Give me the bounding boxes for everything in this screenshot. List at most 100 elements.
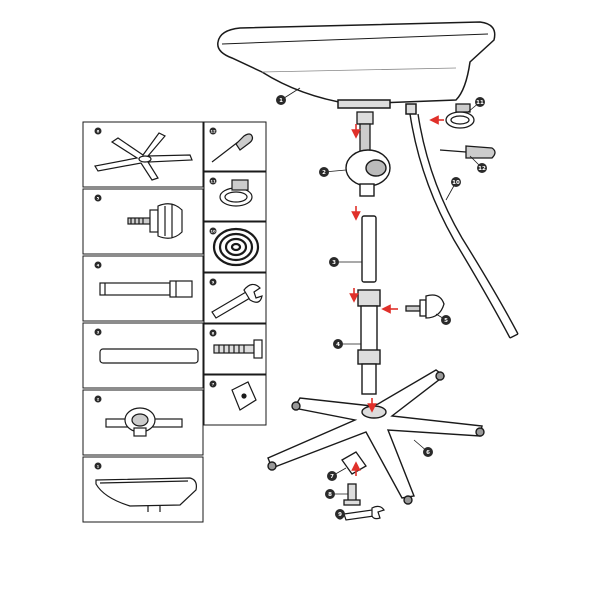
adjuster-icon	[105, 407, 183, 437]
drain-hose-drawing	[409, 113, 519, 339]
badge-circle	[441, 315, 451, 325]
badge-number: 2	[322, 170, 326, 176]
badge-number: 11	[476, 100, 484, 106]
list-badge-wrench: 9	[209, 278, 217, 286]
basin-connector	[356, 111, 374, 155]
badge-circle	[335, 509, 345, 519]
badge-circle	[327, 471, 337, 481]
badge-circle	[94, 395, 102, 403]
list-badge-mounting-plate: 7	[209, 380, 217, 388]
badge-number: 9	[212, 279, 215, 284]
cell-clamp	[203, 171, 267, 222]
badge-circle	[209, 329, 217, 337]
badge-circle	[94, 194, 102, 202]
list-badge-lower-tube: 4	[94, 261, 102, 269]
cell-upper-tube	[82, 322, 204, 389]
cell-wrench	[203, 272, 267, 324]
badge-number: 3	[97, 329, 100, 334]
badge-circle	[451, 177, 461, 187]
hose-clamp-drawing	[445, 103, 475, 129]
five-star-base-drawing	[267, 369, 485, 505]
badge-circle	[329, 257, 339, 267]
cell-adjuster	[82, 389, 204, 456]
callout-bolt: 8	[325, 489, 335, 499]
lower-tube-drawing	[357, 289, 381, 395]
list-badge-bolt: 8	[209, 329, 217, 337]
badge-number: 6	[97, 128, 100, 133]
callout-screwdriver: 12	[477, 163, 487, 173]
badge-number: 1	[279, 98, 283, 104]
badge-number: 5	[97, 195, 100, 200]
badge-number: 2	[97, 396, 100, 401]
badge-number: 9	[338, 512, 342, 518]
upper-tube-icon	[99, 348, 199, 364]
badge-number: 7	[212, 381, 215, 386]
badge-circle	[423, 447, 433, 457]
badge-circle	[209, 177, 217, 185]
upper-tube-drawing	[361, 215, 377, 283]
list-badge-height-adjuster-knob: 2	[94, 395, 102, 403]
assembly-arrows	[349, 115, 444, 476]
badge-circle	[477, 163, 487, 173]
parts-list-panel	[82, 121, 267, 523]
badge-number: 4	[97, 262, 100, 267]
screwdriver-drawing	[439, 145, 496, 159]
badge-number: 12	[210, 128, 216, 133]
badge-circle	[209, 227, 217, 235]
badge-circle	[276, 95, 286, 105]
plate-icon	[231, 381, 257, 411]
list-badge-five-star-base: 6	[94, 127, 102, 135]
base-icon	[94, 132, 193, 181]
badge-circle	[94, 127, 102, 135]
screwdriver-icon	[211, 133, 254, 163]
bolt-drawing	[343, 483, 361, 506]
callout-wrench: 9	[335, 509, 345, 519]
mounting-plate-drawing	[341, 451, 367, 475]
badge-number: 5	[444, 318, 448, 324]
badge-number: 7	[330, 474, 334, 480]
locking-knob-drawing	[405, 294, 445, 319]
badge-circle	[475, 97, 485, 107]
clamp-icon	[219, 179, 253, 207]
list-badge-drain-hose: 10	[209, 227, 217, 235]
cell-knob	[82, 188, 204, 255]
lower-tube-icon	[99, 280, 193, 298]
cell-plate	[203, 374, 267, 426]
badge-number: 1	[97, 463, 100, 468]
list-badge-upper-tube: 3	[94, 328, 102, 336]
badge-circle	[94, 261, 102, 269]
wrench-icon	[211, 283, 263, 319]
height-adjuster-drawing	[345, 149, 391, 197]
cell-lower-tube	[82, 255, 204, 322]
list-badge-hose-clamp: 11	[209, 177, 217, 185]
badge-number: 10	[210, 228, 216, 233]
badge-number: 8	[212, 330, 215, 335]
badge-circle	[319, 167, 329, 177]
hose-coil-icon	[212, 227, 260, 267]
badge-circle	[94, 462, 102, 470]
badge-circle	[325, 489, 335, 499]
list-badge-basin: 1	[94, 462, 102, 470]
cell-bolt	[203, 323, 267, 375]
bolt-icon	[213, 339, 263, 359]
badge-number: 11	[210, 178, 216, 183]
basin-drawing	[217, 21, 496, 115]
callout-drain-hose: 10	[451, 177, 461, 187]
badge-number: 3	[332, 260, 336, 266]
callout-height-adjuster-knob: 2	[319, 167, 329, 177]
cell-basin	[82, 456, 204, 523]
badge-number: 4	[336, 342, 340, 348]
callout-hose-clamp: 11	[475, 97, 485, 107]
badge-number: 8	[328, 492, 332, 498]
callout-mounting-plate: 7	[327, 471, 337, 481]
callout-basin: 1	[276, 95, 286, 105]
cell-screwdriver	[203, 121, 267, 172]
callout-locking-knob: 5	[441, 315, 451, 325]
basin-icon	[95, 477, 197, 512]
callout-upper-tube: 3	[329, 257, 339, 267]
knob-icon	[127, 203, 183, 239]
cell-base	[82, 121, 204, 188]
badge-circle	[209, 380, 217, 388]
badge-number: 12	[478, 166, 486, 172]
